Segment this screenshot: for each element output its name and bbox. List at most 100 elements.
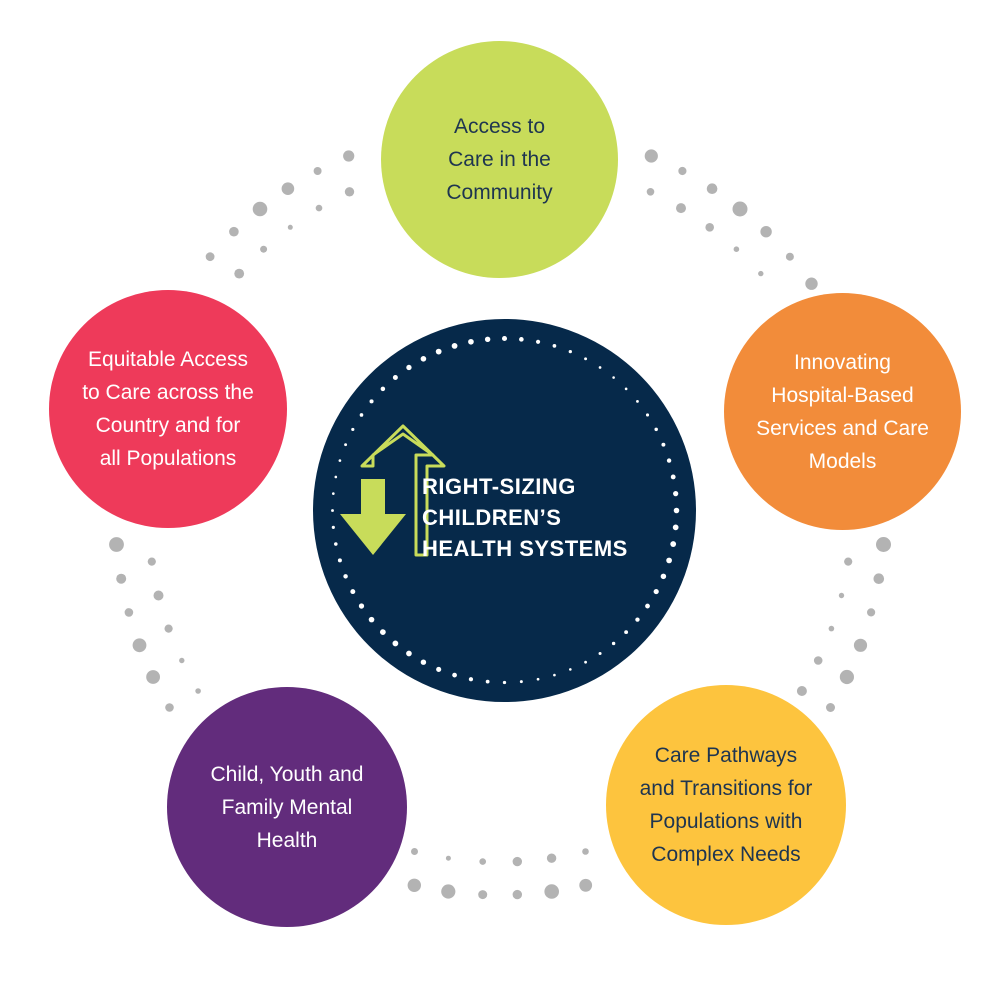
hub-ring-dot — [519, 680, 523, 684]
up-down-arrows-icon — [340, 424, 446, 557]
center-hub-background — [313, 319, 696, 702]
hub-ring-dot — [636, 399, 639, 403]
hub-ring-dot — [350, 589, 356, 595]
decorative-dot — [838, 592, 845, 599]
hub-ring-dot — [673, 507, 680, 514]
hub-ring-dot — [380, 386, 386, 392]
hub-ring-dot — [635, 617, 640, 622]
hub-ring-dot — [338, 459, 342, 462]
hub-ring-dot — [334, 475, 338, 479]
decorative-dot — [844, 557, 853, 566]
pillar-mental-health: Child, Youth and Family Mental Health — [167, 687, 407, 927]
decorative-dot — [828, 625, 835, 632]
hub-ring-dot — [343, 574, 348, 579]
hub-ring-dot — [436, 666, 442, 672]
hub-ring-dot — [369, 399, 374, 404]
decorative-dot — [839, 669, 855, 685]
hub-ring-dot — [661, 442, 666, 447]
decorative-dot — [146, 670, 161, 684]
hub-ring-dot — [392, 375, 398, 381]
hub-ring-dot — [406, 364, 412, 371]
hub-ring-dot — [359, 413, 364, 417]
center-hub: RIGHT-SIZING CHILDREN’S HEALTH SYSTEMS — [313, 319, 696, 702]
decorative-dot — [706, 183, 718, 194]
decorative-dot — [132, 638, 147, 653]
pillar-access-community: Access to Care in the Community — [381, 41, 618, 278]
decorative-dot — [579, 878, 593, 892]
decorative-dot — [313, 167, 322, 175]
decorative-dot — [544, 884, 559, 899]
decorative-dot — [287, 224, 293, 230]
hub-ring-dot — [645, 603, 650, 609]
pillar-label: Access to Care in the Community — [446, 115, 553, 204]
hub-ring-dot — [452, 672, 457, 678]
hub-ring-dot — [435, 348, 442, 355]
hub-ring-dot — [358, 603, 365, 609]
decorative-dot — [411, 848, 418, 855]
decorative-dot — [644, 149, 658, 163]
decorative-dot — [407, 878, 421, 892]
decorative-dot — [109, 537, 124, 552]
decorative-dot — [252, 201, 268, 217]
hub-ring-dot — [673, 491, 679, 497]
decorative-dot — [229, 226, 239, 237]
hub-ring-dot — [502, 680, 507, 685]
hub-ring-dot — [468, 338, 474, 345]
hub-ring-dot — [451, 343, 458, 349]
hub-ring-dot — [654, 427, 658, 432]
hub-ring-dot — [337, 558, 342, 563]
decorative-dot — [582, 848, 589, 855]
hub-ring-dot — [584, 357, 588, 361]
hub-ring-dot — [670, 541, 677, 547]
decorative-dot — [179, 657, 185, 664]
decorative-dot — [512, 856, 522, 867]
hub-ring-dot — [552, 344, 557, 348]
hub-ring-dot — [406, 650, 412, 657]
decorative-dot — [805, 277, 818, 290]
center-title-line-3: HEALTH SYSTEMS — [422, 536, 628, 561]
center-title-line-2: CHILDREN’S — [422, 505, 562, 530]
pillar-care-pathways: Care Pathways and Transitions for Popula… — [606, 685, 846, 925]
hub-ring-dot — [468, 677, 474, 682]
decorative-dot — [646, 188, 655, 196]
hub-ring-dot — [666, 458, 672, 463]
decorative-dot — [195, 688, 201, 694]
decorative-dot — [873, 573, 885, 584]
decorative-dot — [758, 270, 764, 277]
hub-ring-dot — [645, 413, 650, 417]
hub-ring-dot — [420, 355, 427, 362]
hub-ring-dot — [598, 651, 602, 656]
decorative-dot — [785, 252, 794, 261]
hub-ring-dot — [331, 492, 335, 495]
decorative-dot — [205, 252, 215, 262]
hub-ring-dot — [519, 337, 524, 342]
decorative-dot — [732, 201, 748, 217]
hub-ring-dot — [672, 524, 679, 531]
pillar-label: Care Pathways and Transitions for Popula… — [639, 744, 813, 866]
hub-ring-dot — [553, 673, 556, 677]
pillar-label: Equitable Access to Care across the Coun… — [82, 348, 254, 470]
hub-ring-dot — [569, 668, 572, 671]
hub-ring-dot — [568, 349, 572, 354]
decorative-dot — [853, 638, 868, 652]
hub-ring-dot — [501, 335, 508, 342]
decorative-dot — [281, 182, 295, 195]
pillar-label: Child, Youth and Family Mental Health — [210, 762, 364, 852]
pillar-label: Innovating Hospital-Based Services and C… — [756, 350, 929, 473]
center-title-line-1: RIGHT-SIZING — [422, 474, 576, 499]
decorative-dot — [678, 166, 687, 176]
hub-ring-dot — [485, 679, 490, 684]
decorative-dot — [676, 203, 686, 214]
hub-ring-dot — [331, 509, 334, 512]
decorative-dot — [153, 590, 164, 601]
decorative-dot — [479, 858, 487, 865]
center-hub-dotted-ring — [331, 335, 680, 685]
hub-ring-dot — [344, 443, 348, 447]
hub-ring-dot — [484, 336, 491, 343]
hub-ring-dot — [584, 660, 587, 664]
center-hub-circle — [313, 319, 696, 702]
decorative-dot — [260, 245, 268, 253]
up-arrow-outline-icon — [360, 424, 446, 557]
